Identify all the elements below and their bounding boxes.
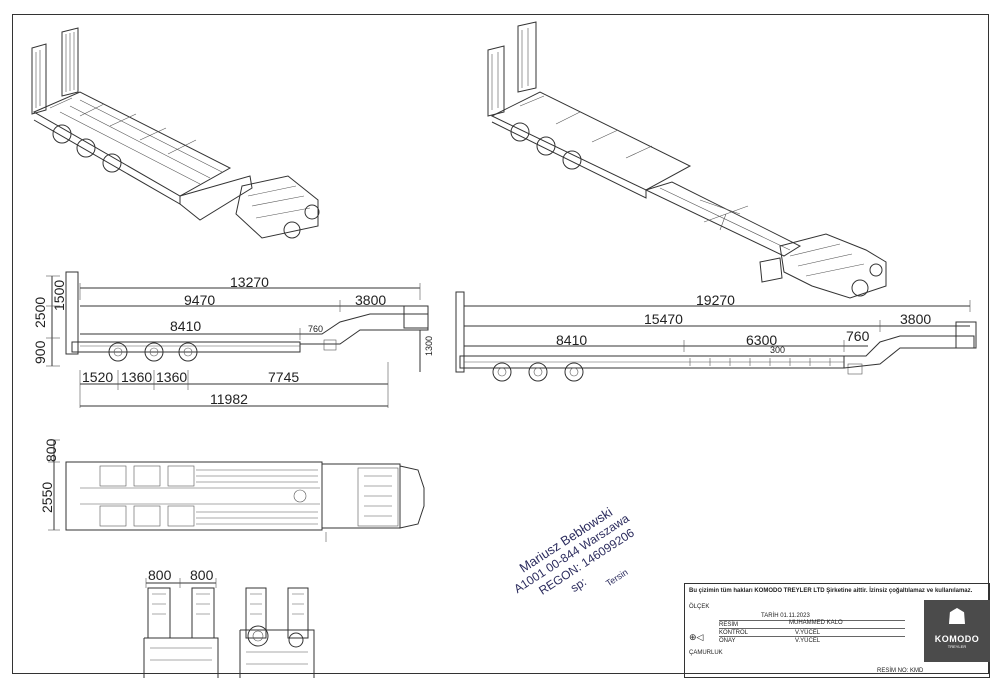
trailer-perspective-extended	[487, 21, 887, 299]
trailer-perspective-short	[31, 27, 320, 239]
kontrol-label: KONTROL	[719, 630, 749, 636]
dim-760: 760	[308, 324, 323, 334]
dim-9470: 9470	[184, 292, 215, 308]
komodo-logo: ☗ KOMODO TREYLER	[924, 600, 990, 662]
dim-6300: 6300	[746, 332, 777, 348]
copyright-notice: Bu çizimin tüm hakları KOMODO TREYLER LT…	[689, 588, 973, 594]
title-block: Bu çizimin tüm hakları KOMODO TREYLER LT…	[684, 583, 990, 678]
dim-3800-ext: 3800	[900, 311, 931, 327]
dim-3800: 3800	[355, 292, 386, 308]
dim-300: 300	[770, 345, 785, 355]
resim-label: RESİM	[719, 622, 739, 628]
resim-no: RESİM NO: KMD_	[877, 668, 927, 674]
olcek-label: ÖLÇEK	[689, 604, 710, 610]
dim-800-rear-b: 800	[190, 567, 214, 583]
logo-sub: TREYLER	[947, 644, 967, 649]
dim-900: 900	[32, 340, 48, 364]
dim-15470: 15470	[644, 311, 683, 327]
dim-1520: 1520	[82, 369, 113, 385]
dim-760-ext: 760	[846, 328, 870, 344]
dim-7745: 7745	[268, 369, 299, 385]
onay-label: ONAY	[719, 638, 736, 644]
dim-1300: 1300	[424, 336, 434, 356]
row-kontrol: KONTROL V.YÜCEL	[719, 628, 905, 637]
dim-8410-ext: 8410	[556, 332, 587, 348]
dim-2550: 2550	[39, 482, 55, 513]
dim-11982: 11982	[210, 391, 248, 407]
side-elevation-extended	[455, 291, 977, 382]
dim-800-plan: 800	[43, 438, 59, 462]
kontrol-value: V.YÜCEL	[795, 630, 821, 636]
logo-name: KOMODO	[934, 634, 980, 644]
onay-value: V.YÜCEL	[795, 638, 821, 644]
dim-1360-a: 1360	[121, 369, 152, 385]
drawing-frame	[12, 14, 989, 674]
plan-view	[48, 439, 425, 542]
side-elevation-short	[46, 271, 429, 408]
dim-2500: 2500	[32, 297, 48, 328]
dim-800-rear-a: 800	[148, 567, 172, 583]
dim-1360-b: 1360	[156, 369, 187, 385]
resim-value: MUHAMMED KALO	[789, 620, 843, 626]
dim-19270: 19270	[696, 292, 735, 308]
dim-8410: 8410	[170, 318, 201, 334]
camurluk-label: ÇAMURLUK	[689, 650, 723, 656]
tarih-label: TARİH 01.11.2023	[761, 613, 810, 619]
rear-views	[143, 578, 315, 678]
dim-1500: 1500	[51, 280, 67, 311]
row-resim: RESİM MUHAMMED KALO	[719, 620, 905, 629]
dragon-head-icon: ☗	[947, 604, 967, 629]
row-onay: ONAY V.YÜCEL	[719, 636, 905, 645]
projection-symbol-icon: ⊕◁	[689, 632, 704, 642]
dim-13270: 13270	[230, 274, 269, 290]
